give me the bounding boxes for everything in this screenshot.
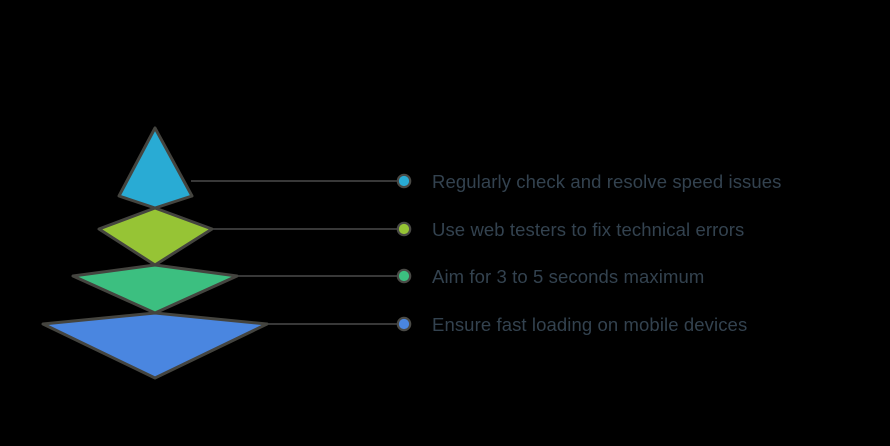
label-level-2: Use web testers to fix technical errors (432, 219, 745, 240)
pyramid-level-3-green[interactable] (71, 263, 239, 315)
bullet-level-2-icon[interactable] (396, 221, 412, 237)
pyramid-level-1-cyan[interactable] (117, 126, 194, 210)
label-level-4: Ensure fast loading on mobile devices (432, 314, 748, 335)
bullet-level-1-icon[interactable] (396, 173, 412, 189)
label-level-1: Regularly check and resolve speed issues (432, 171, 782, 192)
pyramid-level-2-lime[interactable] (97, 206, 214, 267)
bullet-level-3-icon[interactable] (396, 268, 412, 284)
bullet-level-4-icon[interactable] (396, 316, 412, 332)
label-level-3: Aim for 3 to 5 seconds maximum (432, 266, 705, 287)
pyramid-level-4-blue[interactable] (41, 311, 269, 380)
